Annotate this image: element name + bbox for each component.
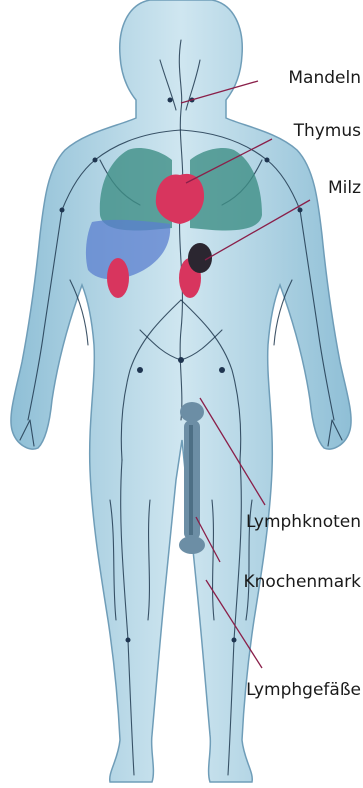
lymph-node	[126, 638, 131, 643]
kidney-left	[107, 258, 129, 298]
label-spleen: Milz	[328, 178, 361, 198]
lymph-node	[93, 158, 98, 163]
label-lymph-nodes: Lymphknoten	[246, 512, 361, 532]
lymph-node	[137, 367, 143, 373]
label-tonsils: Mandeln	[288, 68, 361, 88]
lymph-node	[232, 638, 237, 643]
lymph-node	[219, 367, 225, 373]
lymph-node	[178, 357, 184, 363]
label-thymus: Thymus	[293, 121, 362, 141]
label-bone-marrow: Knochenmark	[244, 572, 362, 592]
lymph-node	[298, 208, 303, 213]
lymph-node	[60, 208, 65, 213]
lymph-node	[265, 158, 270, 163]
lymph-node	[168, 98, 173, 103]
label-lymph-vessels: Lymphgefäße	[246, 680, 361, 700]
